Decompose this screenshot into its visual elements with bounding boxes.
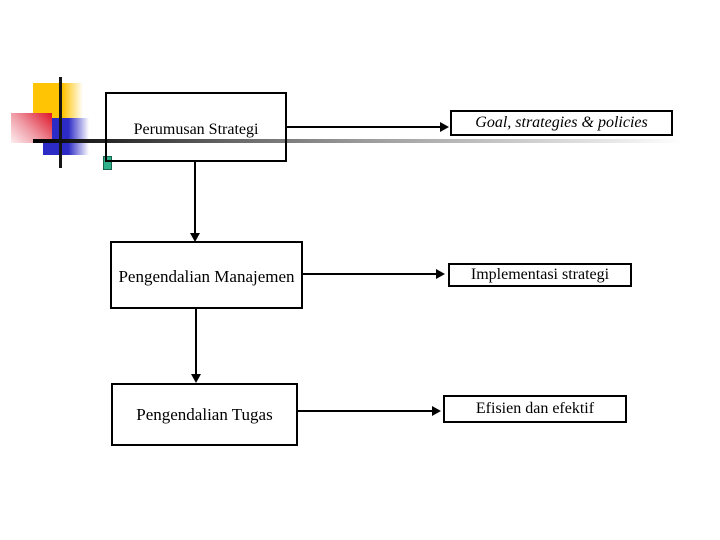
result-box-implementasi-strategi: Implementasi strategi <box>448 263 632 287</box>
horizontal-gradient-rule <box>33 139 683 143</box>
result-box-goal-strategies-policies: Goal, strategies & policies <box>450 110 673 136</box>
arrow-manajemen-to-tugas <box>195 309 197 375</box>
arrowhead-down-icon <box>191 374 201 383</box>
logo-yellow-square <box>33 83 83 118</box>
flow-box-label: Pengendalian Manajemen <box>118 267 295 286</box>
logo-red-square <box>11 113 52 143</box>
result-box-label: Efisien dan efektif <box>475 400 595 417</box>
flow-box-label: Perumusan Strategi <box>133 121 259 138</box>
flow-box-perumusan-strategi: Perumusan Strategi <box>105 92 287 162</box>
arrow-perumusan-to-goal <box>287 126 440 128</box>
result-box-label: Goal, strategies & policies <box>475 114 648 131</box>
green-selection-handle <box>103 156 112 170</box>
arrow-tugas-to-efisien <box>298 410 432 412</box>
arrow-manajemen-to-implementasi <box>303 273 436 275</box>
arrowhead-right-icon <box>440 122 449 132</box>
flow-box-label: Pengendalian Tugas <box>136 404 273 424</box>
arrowhead-right-icon <box>432 406 441 416</box>
result-box-label: Implementasi strategi <box>470 266 610 283</box>
arrow-perumusan-to-manajemen <box>194 162 196 234</box>
logo-vertical-line <box>59 77 62 168</box>
result-box-efisien-dan-efektif: Efisien dan efektif <box>443 395 627 423</box>
arrowhead-down-icon <box>190 233 200 242</box>
arrowhead-right-icon <box>436 269 445 279</box>
flow-box-pengendalian-manajemen: Pengendalian Manajemen <box>110 241 303 309</box>
flow-box-pengendalian-tugas: Pengendalian Tugas <box>111 383 298 446</box>
